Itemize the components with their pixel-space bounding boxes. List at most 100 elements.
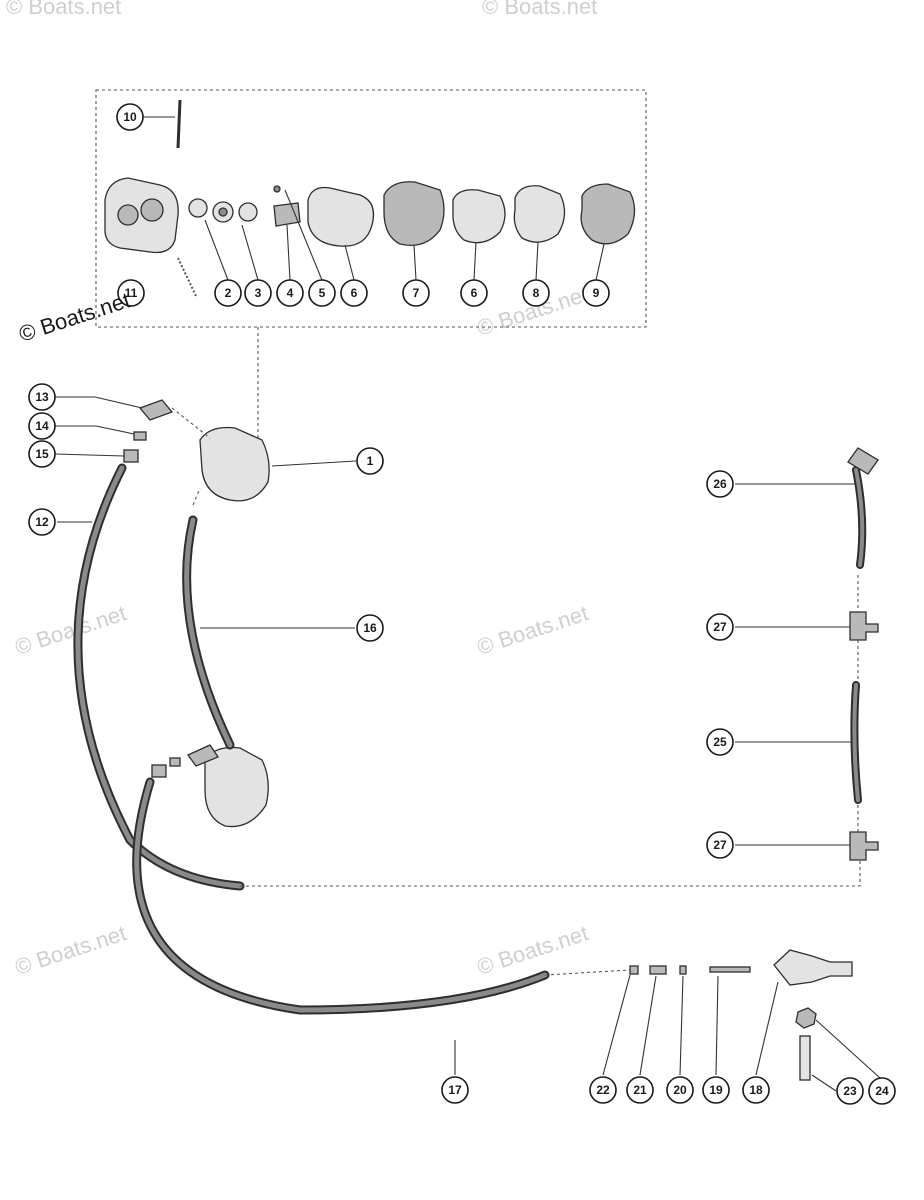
part-pump-port-left [117,204,139,226]
svg-text:19: 19 [709,1083,723,1097]
callout-23: 23 [836,1077,864,1105]
svg-text:8: 8 [533,286,540,300]
fitting-14 [133,431,147,441]
svg-text:6: 6 [471,286,478,300]
callout-16: 16 [356,614,384,642]
leader-lines [54,116,881,1092]
watermark-center-lower: © Boats.net [474,920,591,979]
watermark-left-middle: © Boats.net [12,600,129,659]
hose-26-core [854,468,865,567]
hoses [73,447,879,1015]
callout-17: 17 [441,1076,469,1104]
svg-text:17: 17 [448,1083,462,1097]
svg-text:26: 26 [713,477,727,491]
hose-12-core [75,465,243,889]
svg-text:25: 25 [713,735,727,749]
callouts: 1 2 3 4 5 6 7 6 8 9 10 11 12 13 14 15 16… [28,103,896,1105]
dash-hose12-to-tee [240,860,861,887]
watermark-center-middle: © Boats.net [474,600,591,659]
watermark-left-lower: © Boats.net [12,920,129,979]
exploded-parts [104,99,636,297]
callout-14: 14 [28,412,56,440]
hose-16-core [184,517,233,748]
part-3-center [218,207,228,217]
callout-9: 9 [582,279,610,307]
callout-21: 21 [626,1076,654,1104]
svg-text:15: 15 [35,447,49,461]
svg-text:24: 24 [875,1084,889,1098]
part-6a [307,186,375,247]
fitting-lower-b [151,764,167,778]
part-pump-port-right [140,198,164,222]
callout-22: 22 [589,1076,617,1104]
callout-20: 20 [666,1076,694,1104]
callout-1: 1 [356,447,384,475]
callout-13: 13 [28,383,56,411]
dash-13-to-pump [171,407,211,439]
callout-5: 5 [308,279,336,307]
callout-4: 4 [276,279,304,307]
part-20 [679,965,687,975]
callout-2: 2 [214,279,242,307]
callout-6a: 6 [340,279,368,307]
hose-12 [73,463,245,891]
callout-6b: 6 [460,279,488,307]
callout-11: 11 [117,279,145,307]
svg-text:27: 27 [713,838,727,852]
hose-17-core [134,779,548,1013]
svg-text:10: 10 [123,110,137,124]
svg-text:12: 12 [35,515,49,529]
part-7 [383,181,445,247]
pumps [123,399,270,828]
part-3b [238,202,258,222]
svg-text:11: 11 [125,286,138,300]
svg-text:27: 27 [713,620,727,634]
svg-text:20: 20 [673,1083,687,1097]
exploded-view-box [95,89,647,328]
part-4 [273,202,301,227]
watermark-top-right: © Boats.net [482,0,597,19]
callout-12: 12 [28,508,56,536]
svg-text:3: 3 [255,286,262,300]
callout-27b: 27 [706,831,734,859]
watermark-top-left: © Boats.net [6,0,121,19]
svg-text:4: 4 [287,286,294,300]
part-5 [273,185,281,193]
svg-text:23: 23 [843,1084,857,1098]
callout-25: 25 [706,728,734,756]
elbow-26 [847,447,879,475]
callout-18: 18 [742,1076,770,1104]
dashed-connections [171,407,861,976]
svg-text:22: 22 [596,1083,610,1097]
callout-26: 26 [706,470,734,498]
fuel-pump-upper [199,426,270,502]
part-screw-10 [176,99,182,149]
svg-text:1: 1 [367,454,374,468]
part-19 [709,966,751,973]
callout-27a: 27 [706,613,734,641]
elbow-lower [187,744,219,767]
valve-assembly [629,949,853,1081]
part-2 [188,198,208,218]
part-screw-11 [177,257,197,297]
svg-text:18: 18 [749,1083,763,1097]
part-pump-body [104,177,179,254]
part-8 [513,185,566,243]
fuel-pump-lower [204,746,269,828]
callout-15: 15 [28,440,56,468]
svg-text:14: 14 [35,419,49,433]
tee-27-upper [849,611,879,641]
watermarks: © Boats.net © Boats.net © Boats.net © Bo… [6,0,597,980]
dash-16-to-pump [192,487,201,506]
svg-text:21: 21 [633,1083,647,1097]
part-9 [580,183,636,245]
part-23 [799,1035,811,1081]
svg-text:5: 5 [319,286,326,300]
copyright-label: © Boats.net [16,287,133,346]
svg-text:6: 6 [351,286,358,300]
svg-text:9: 9 [593,286,600,300]
part-6b [452,189,506,244]
svg-text:16: 16 [363,621,377,635]
svg-text:7: 7 [413,286,420,300]
